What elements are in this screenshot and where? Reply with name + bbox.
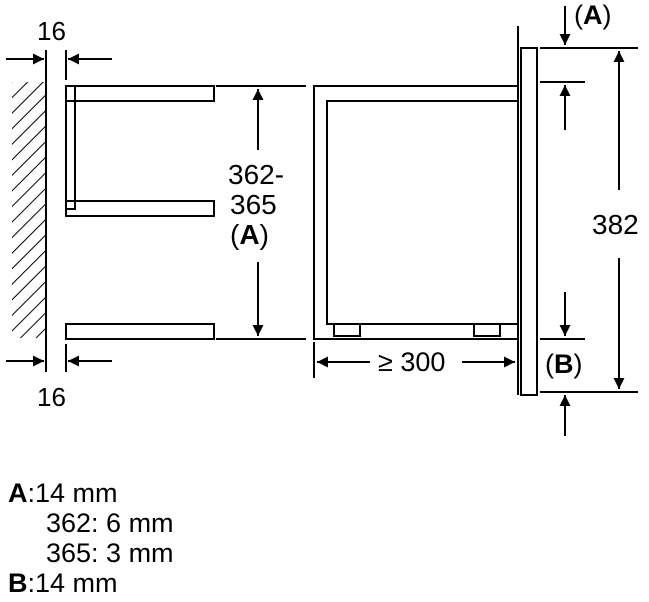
paren-close: ) bbox=[603, 0, 612, 30]
legend-b-key: B bbox=[8, 568, 28, 598]
legend-a: A:14 mm bbox=[8, 478, 408, 508]
ref-key-a: A bbox=[583, 0, 603, 30]
bottom-offset-ref: (B) bbox=[545, 349, 583, 379]
ref-key-b: B bbox=[554, 349, 574, 379]
legend-b-text: :14 mm bbox=[27, 568, 118, 598]
wall-gap-top-label: 16 bbox=[37, 16, 66, 46]
paren-open: ( bbox=[230, 219, 240, 250]
min-depth-dimension bbox=[313, 342, 515, 378]
bottom-offset-dimension bbox=[540, 292, 585, 436]
niche-height-label-line2: 365 bbox=[230, 189, 277, 220]
front-panel bbox=[517, 26, 538, 396]
niche-height-dimension bbox=[216, 85, 306, 340]
top-offset-ref: (A) bbox=[574, 0, 612, 30]
wall-gap-bottom-label: 16 bbox=[37, 382, 66, 412]
wall-gap-top-dimension bbox=[6, 50, 112, 80]
paren-open: ( bbox=[574, 0, 583, 30]
niche-height-label-line1: 362- bbox=[228, 159, 284, 190]
total-height-dimension bbox=[540, 47, 638, 393]
niche-height-ref: (A) bbox=[230, 219, 269, 250]
min-depth-label: ≥ 300 bbox=[378, 347, 445, 377]
legend-a-text: :14 mm bbox=[27, 478, 118, 508]
legend-b: B:14 mm bbox=[8, 568, 408, 598]
top-offset-dimension bbox=[540, 6, 585, 130]
legend-a-key: A bbox=[8, 478, 28, 508]
wall-gap-bottom-dimension bbox=[6, 344, 112, 372]
appliance-body bbox=[313, 85, 518, 340]
wall bbox=[12, 50, 47, 372]
legend-a-sub1: 362: 6 mm bbox=[46, 508, 174, 538]
ref-key-a: A bbox=[239, 219, 259, 250]
niche-cabinet bbox=[65, 85, 215, 340]
paren-open: ( bbox=[545, 349, 554, 379]
paren-close: ) bbox=[574, 349, 583, 379]
legend-a-sub2: 365: 3 mm bbox=[46, 538, 174, 568]
legend: A:14 mm 362: 6 mm 365: 3 mm B:14 mm bbox=[8, 478, 408, 598]
paren-close: ) bbox=[260, 219, 269, 250]
total-height-label: 382 bbox=[592, 209, 639, 240]
